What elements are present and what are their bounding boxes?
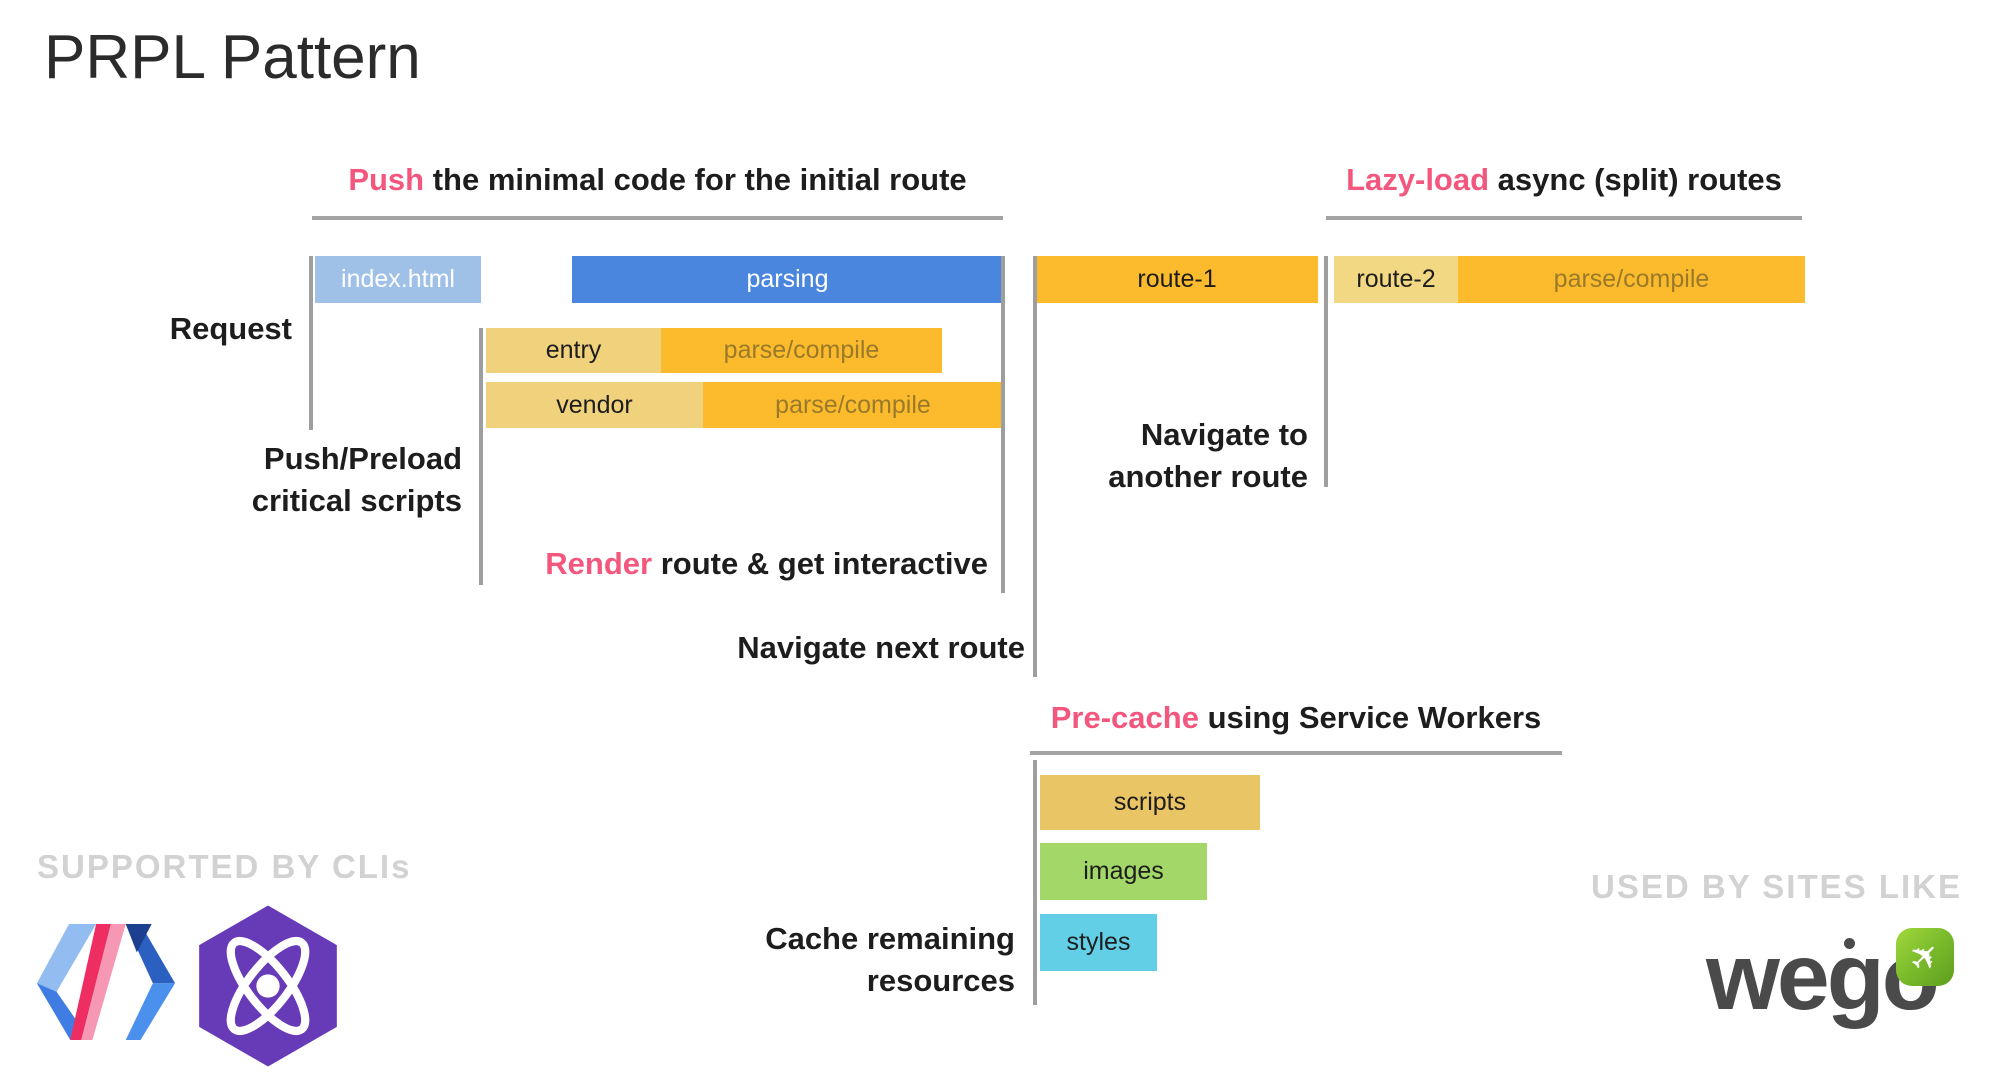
push-preload-label-line-1: Push/Preload [263,441,462,476]
navigate-another-label-line-2: another route [1108,459,1308,494]
supported-by-clis-label: SUPPORTED BY CLIs [37,848,412,885]
bar-styles: styles [1040,914,1157,971]
render-label: Render route & get interactive [545,543,988,585]
bar-route-2-label: route-2 [1334,256,1458,303]
preact-icon [199,905,337,1067]
bar-scripts: scripts [1040,775,1260,830]
push-preload-label: Push/Preload critical scripts [252,438,462,522]
precache-header-underline [1030,751,1562,755]
navigate-another-label-line-1: Navigate to [1140,417,1308,452]
bar-index-html: index.html [315,256,481,303]
bar-vendor-label: vendor [486,382,703,428]
bar-route-2: route-2 parse/compile [1334,256,1805,303]
precache-header-accent: Pre-cache [1050,700,1199,735]
render-timeline-line [1001,256,1005,593]
cache-remaining-label: Cache remaining resources [765,918,1015,1002]
navigate-next-timeline-line [1033,256,1037,677]
cache-remaining-label-line-2: resources [866,963,1015,998]
render-label-accent: Render [545,546,653,581]
lazy-load-header-underline [1326,216,1802,220]
render-label-rest: route & get interactive [652,546,988,581]
push-header-underline [312,216,1003,220]
lazy-load-section-header: Lazy-load async (split) routes [1326,160,1802,200]
cache-timeline-line [1033,760,1037,1005]
bar-images: images [1040,843,1207,900]
wego-dot [1844,938,1855,949]
push-section-header: Push the minimal code for the initial ro… [312,160,1003,200]
precache-header-rest: using Service Workers [1198,700,1542,735]
bar-styles-label: styles [1066,928,1131,956]
navigate-next-label: Navigate next route [737,630,1025,665]
bar-index-html-label: index.html [341,265,455,293]
request-timeline-line [309,256,313,430]
push-preload-label-line-2: critical scripts [251,483,462,518]
bar-parsing-label: parsing [746,265,829,293]
bar-route-2-parse-compile: parse/compile [1458,256,1805,303]
bar-entry-label: entry [486,328,661,373]
navigate-another-timeline-line [1324,256,1328,487]
lazy-load-header-rest: async (split) routes [1489,162,1782,197]
bar-route-1: route-1 [1036,256,1318,303]
wego-plane-badge: ✈ [1896,928,1954,986]
precache-section-header: Pre-cache using Service Workers [1030,698,1562,738]
navigate-another-label: Navigate to another route [1108,414,1308,498]
push-preload-timeline-line [479,328,483,585]
bar-entry: entry parse/compile [486,328,942,373]
cache-remaining-label-line-1: Cache remaining [765,921,1015,956]
page-title: PRPL Pattern [44,23,421,92]
bar-scripts-label: scripts [1113,788,1187,816]
request-label: Request [169,311,292,346]
bar-entry-parse-compile: parse/compile [661,328,942,373]
bar-parsing: parsing [572,256,1003,303]
bar-vendor-parse-compile: parse/compile [703,382,1003,428]
lazy-load-header-accent: Lazy-load [1346,162,1490,197]
push-header-accent: Push [348,162,425,197]
airplane-icon: ✈ [1899,931,1950,982]
bar-vendor: vendor parse/compile [486,382,1003,428]
bar-route-1-label: route-1 [1137,265,1217,293]
push-header-rest: the minimal code for the initial route [424,162,967,197]
bar-images-label: images [1083,857,1164,885]
used-by-sites-label: USED BY SITES LIKE [1591,868,1962,905]
polymer-icon [36,924,176,1040]
